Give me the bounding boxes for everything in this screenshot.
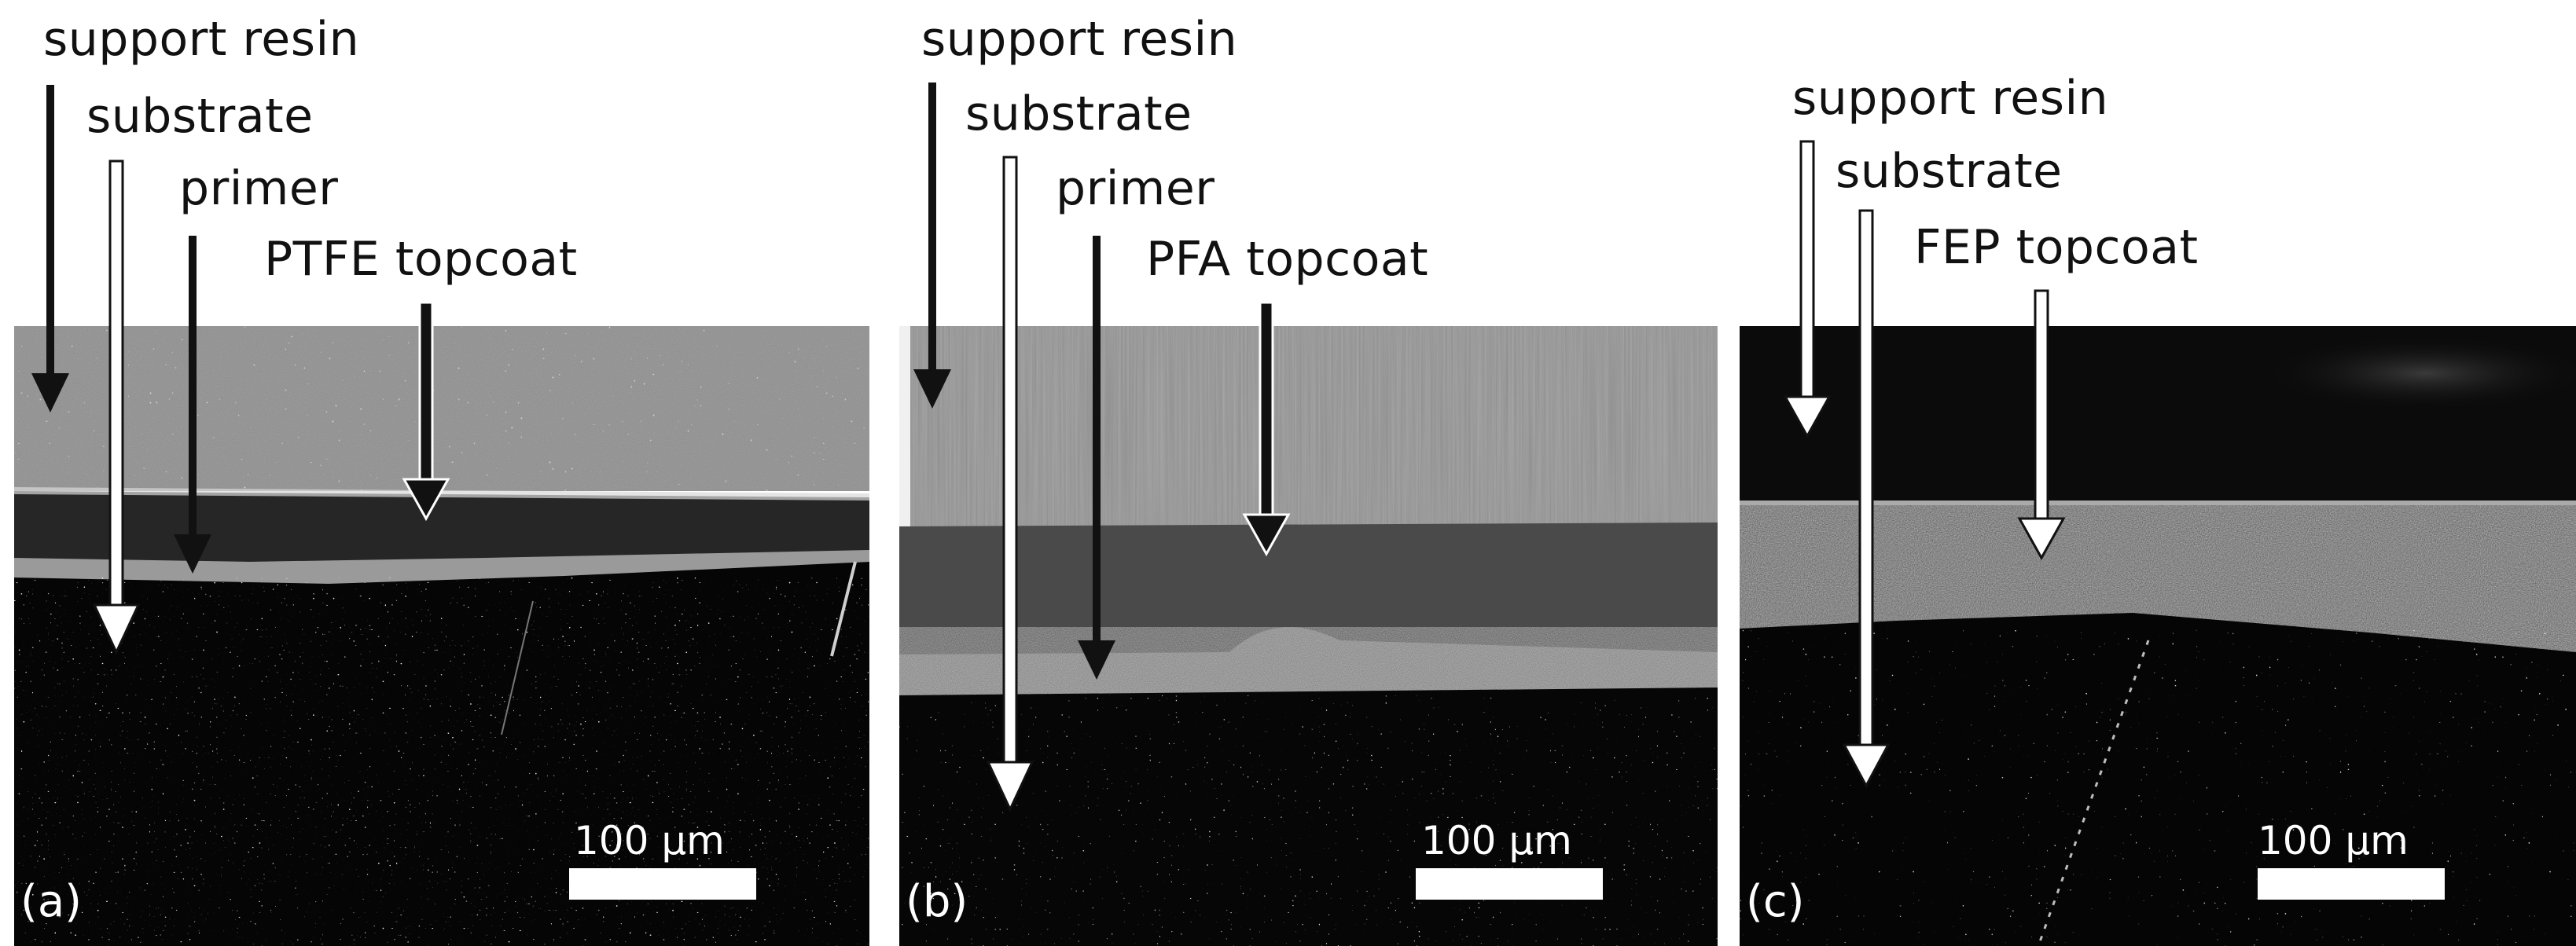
label-substrate-b: substrate <box>965 86 1192 141</box>
scale-bar-label-a: 100 µm <box>574 818 725 864</box>
scale-bar-a <box>569 868 756 900</box>
label-support-resin-c: support resin <box>1792 71 2109 126</box>
micrograph-panel-a: (a) 100 µm <box>14 326 869 946</box>
label-topcoat-a: PTFE topcoat <box>264 232 578 287</box>
scale-bar-c <box>2258 868 2445 900</box>
panel-tag-b: (b) <box>906 876 968 927</box>
micrograph-image-c <box>1740 326 2576 946</box>
label-support-resin-a: support resin <box>43 12 360 67</box>
micrograph-panel-c: (c) 100 µm <box>1740 326 2576 946</box>
micrograph-image-b <box>899 326 1718 946</box>
scale-bar-b <box>1416 868 1603 900</box>
label-substrate-c: substrate <box>1836 144 2063 199</box>
label-substrate-a: substrate <box>86 89 314 144</box>
label-primer-a: primer <box>179 161 339 216</box>
label-primer-b: primer <box>1056 161 1215 216</box>
panel-tag-a: (a) <box>20 876 83 927</box>
scale-bar-label-c: 100 µm <box>2258 818 2409 864</box>
scale-bar-label-b: 100 µm <box>1421 818 1572 864</box>
panel-tag-c: (c) <box>1746 876 1805 927</box>
micrograph-image-a <box>14 326 869 946</box>
label-topcoat-c: FEP topcoat <box>1914 220 2199 275</box>
micrograph-panel-b: (b) 100 µm <box>899 326 1718 946</box>
label-support-resin-b: support resin <box>921 12 1238 67</box>
label-topcoat-b: PFA topcoat <box>1146 232 1429 287</box>
